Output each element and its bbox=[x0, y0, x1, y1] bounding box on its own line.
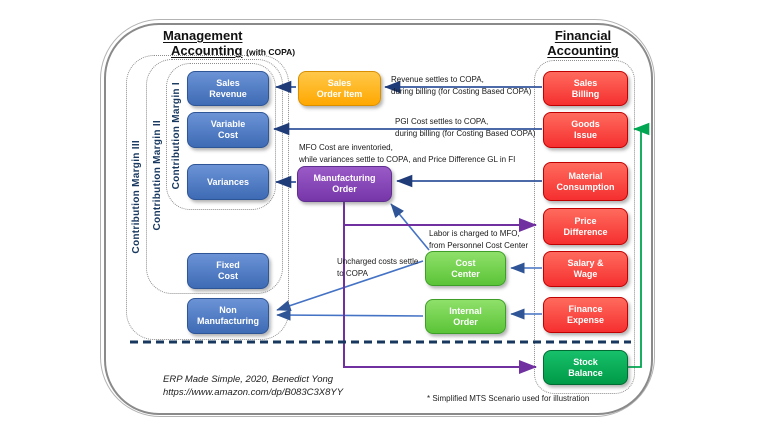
box-non-manufacturing: Non Manufacturing bbox=[187, 298, 269, 334]
financial-title-line2: Accounting bbox=[547, 43, 619, 58]
box-internal-order: Internal Order bbox=[425, 299, 506, 334]
inner-frame bbox=[104, 23, 653, 415]
annotation-labor-charged: Labor is charged to MFO, from Personnel … bbox=[429, 229, 529, 250]
contribution-margin-3-region bbox=[126, 55, 289, 340]
box-cost-center: Cost Center bbox=[425, 251, 506, 286]
box-finance-expense: Finance Expense bbox=[543, 297, 628, 333]
annotation-pgi-settles: PGI Cost settles to COPA, during billing… bbox=[395, 117, 536, 138]
financial-accounting-title: Financial Accounting bbox=[528, 28, 638, 58]
contribution-margin-1-text: Contribution Margin I bbox=[171, 81, 182, 190]
contribution-margin-2-text: Contribution Margin II bbox=[151, 120, 163, 231]
management-accounting-title: Management Accounting (with COPA) bbox=[163, 28, 295, 60]
box-price-difference: Price Difference bbox=[543, 208, 628, 245]
box-sales-order-item: Sales Order Item bbox=[298, 71, 381, 106]
contribution-margin-1-label: Contribution Margin I bbox=[167, 63, 186, 208]
credit-text: ERP Made Simple, 2020, Benedict Yong htt… bbox=[163, 373, 343, 399]
box-variances: Variances bbox=[187, 164, 269, 200]
box-stock-balance: Stock Balance bbox=[543, 350, 628, 385]
contribution-margin-3-label: Contribution Margin III bbox=[126, 55, 147, 338]
box-sales-revenue: Sales Revenue bbox=[187, 71, 269, 106]
management-title-line2: Accounting bbox=[171, 43, 243, 58]
box-sales-billing: Sales Billing bbox=[543, 71, 628, 106]
box-fixed-cost: Fixed Cost bbox=[187, 253, 269, 289]
box-manufacturing-order: Manufacturing Order bbox=[297, 166, 392, 202]
credit-line2: https://www.amazon.com/dp/B083C3X8YY bbox=[163, 387, 344, 398]
footnote-text: * Simplified MTS Scenario used for illus… bbox=[427, 394, 590, 403]
box-variable-cost: Variable Cost bbox=[187, 112, 269, 148]
management-title-line1: Management bbox=[163, 28, 243, 43]
annotation-uncharged-costs: Uncharged costs settle to COPA bbox=[337, 257, 419, 278]
outer-frame bbox=[100, 19, 655, 417]
contribution-margin-2-label: Contribution Margin II bbox=[147, 59, 167, 292]
contribution-margin-3-text: Contribution Margin III bbox=[131, 139, 142, 254]
box-goods-issue: Goods Issue bbox=[543, 112, 628, 148]
annotation-mfo-inventoried: MFO Cost are inventoried, while variance… bbox=[299, 143, 516, 164]
contribution-margin-1-region bbox=[166, 63, 276, 210]
box-salary-wage: Salary & Wage bbox=[543, 251, 628, 287]
with-copa-suffix: (with COPA) bbox=[246, 47, 296, 57]
financial-title-line1: Financial bbox=[554, 28, 612, 43]
annotation-revenue-settles: Revenue settles to COPA, during billing … bbox=[391, 75, 532, 96]
box-material-consumption: Material Consumption bbox=[543, 162, 628, 201]
credit-line1: ERP Made Simple, 2020, Benedict Yong bbox=[163, 374, 334, 385]
